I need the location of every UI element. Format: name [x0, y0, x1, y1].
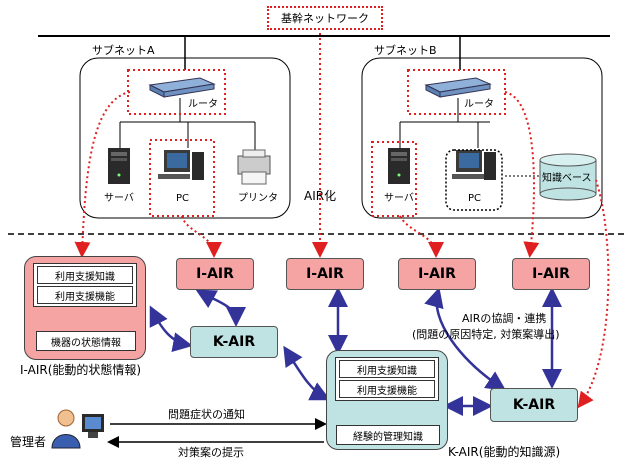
arrow-iair-kair-mid	[195, 289, 246, 327]
router-b-label: ルータ	[464, 99, 494, 110]
iair-box-1: I-AIR	[176, 258, 254, 290]
router-b-icon	[424, 77, 492, 98]
pc-b-highlight	[445, 149, 503, 211]
center-kair-top-group: 利用支援知識 利用支援機能	[335, 357, 439, 401]
arrow-kair-center	[283, 345, 331, 401]
arrow-kb	[577, 179, 610, 409]
kair-box-left: K-AIR	[190, 326, 278, 358]
proposal-label: 対策案の提示	[178, 446, 244, 459]
knowledge-base-label: 知識ベース	[542, 173, 592, 184]
arrow-router-b	[504, 91, 540, 258]
left-iair-item2: 利用支援機能	[37, 286, 133, 304]
server-a-label: サーバ	[104, 193, 134, 204]
router-a-label: ルータ	[188, 99, 218, 110]
arrow-server-b	[399, 215, 444, 258]
pc-a-icon	[158, 150, 204, 180]
router-b-highlight	[407, 69, 506, 115]
center-kair-panel: 利用支援知識 利用支援機能 経験的管理知識	[326, 350, 448, 450]
pc-b-icon	[452, 150, 496, 180]
center-kair-item2: 利用支援機能	[339, 380, 435, 398]
coop-line1: AIRの協調・連携	[462, 312, 547, 325]
arrow-router-a	[74, 91, 131, 258]
printer-label: プリンタ	[238, 193, 278, 204]
server-b-icon	[388, 148, 410, 184]
center-kair-caption: K-AIR(能動的知識源)	[448, 445, 561, 459]
left-iair-top-group: 利用支援知識 利用支援機能	[33, 263, 137, 307]
left-iair-item3: 機器の状態情報	[36, 331, 136, 351]
server-b-label: サーバ	[384, 193, 414, 204]
server-b-highlight	[371, 141, 417, 217]
iair-box-4: I-AIR	[512, 258, 590, 290]
admin-label: 管理者	[10, 435, 47, 449]
subnet-a-box	[79, 57, 291, 219]
iair-box-3: I-AIR	[398, 258, 476, 290]
admin-icon	[51, 409, 104, 449]
coop-line2: (問題の原因特定, 対策案導出)	[412, 328, 560, 341]
air-conversion-label: AIR化	[304, 189, 337, 203]
center-kair-item1: 利用支援知識	[339, 360, 435, 378]
iair-box-2: I-AIR	[286, 258, 364, 290]
subnet-b-box	[361, 57, 603, 219]
router-a-icon	[148, 77, 216, 98]
arrow-left-iair-kair	[149, 305, 193, 353]
subnet-a-label: サブネットA	[92, 44, 155, 57]
subnet-b-label: サブネットB	[374, 44, 437, 57]
printer-icon	[237, 149, 271, 185]
kair-box-right: K-AIR	[490, 388, 578, 422]
pc-b-label: PC	[468, 193, 482, 204]
pc-a-label: PC	[176, 193, 190, 204]
center-kair-item3: 経験的管理知識	[336, 425, 440, 445]
backbone-title: 基幹ネットワーク	[267, 6, 383, 30]
left-iair-caption: I-AIR(能動的状態情報)	[20, 363, 142, 377]
knowledge-base-icon	[539, 153, 597, 201]
notify-label: 問題症状の通知	[168, 408, 245, 421]
left-iair-item1: 利用支援知識	[37, 266, 133, 284]
arrow-iair4-kair	[424, 287, 507, 391]
arrow-pc-a	[181, 215, 222, 258]
server-a-icon	[108, 148, 130, 184]
left-iair-panel: 利用支援知識 利用支援機能 機器の状態情報	[24, 256, 146, 360]
